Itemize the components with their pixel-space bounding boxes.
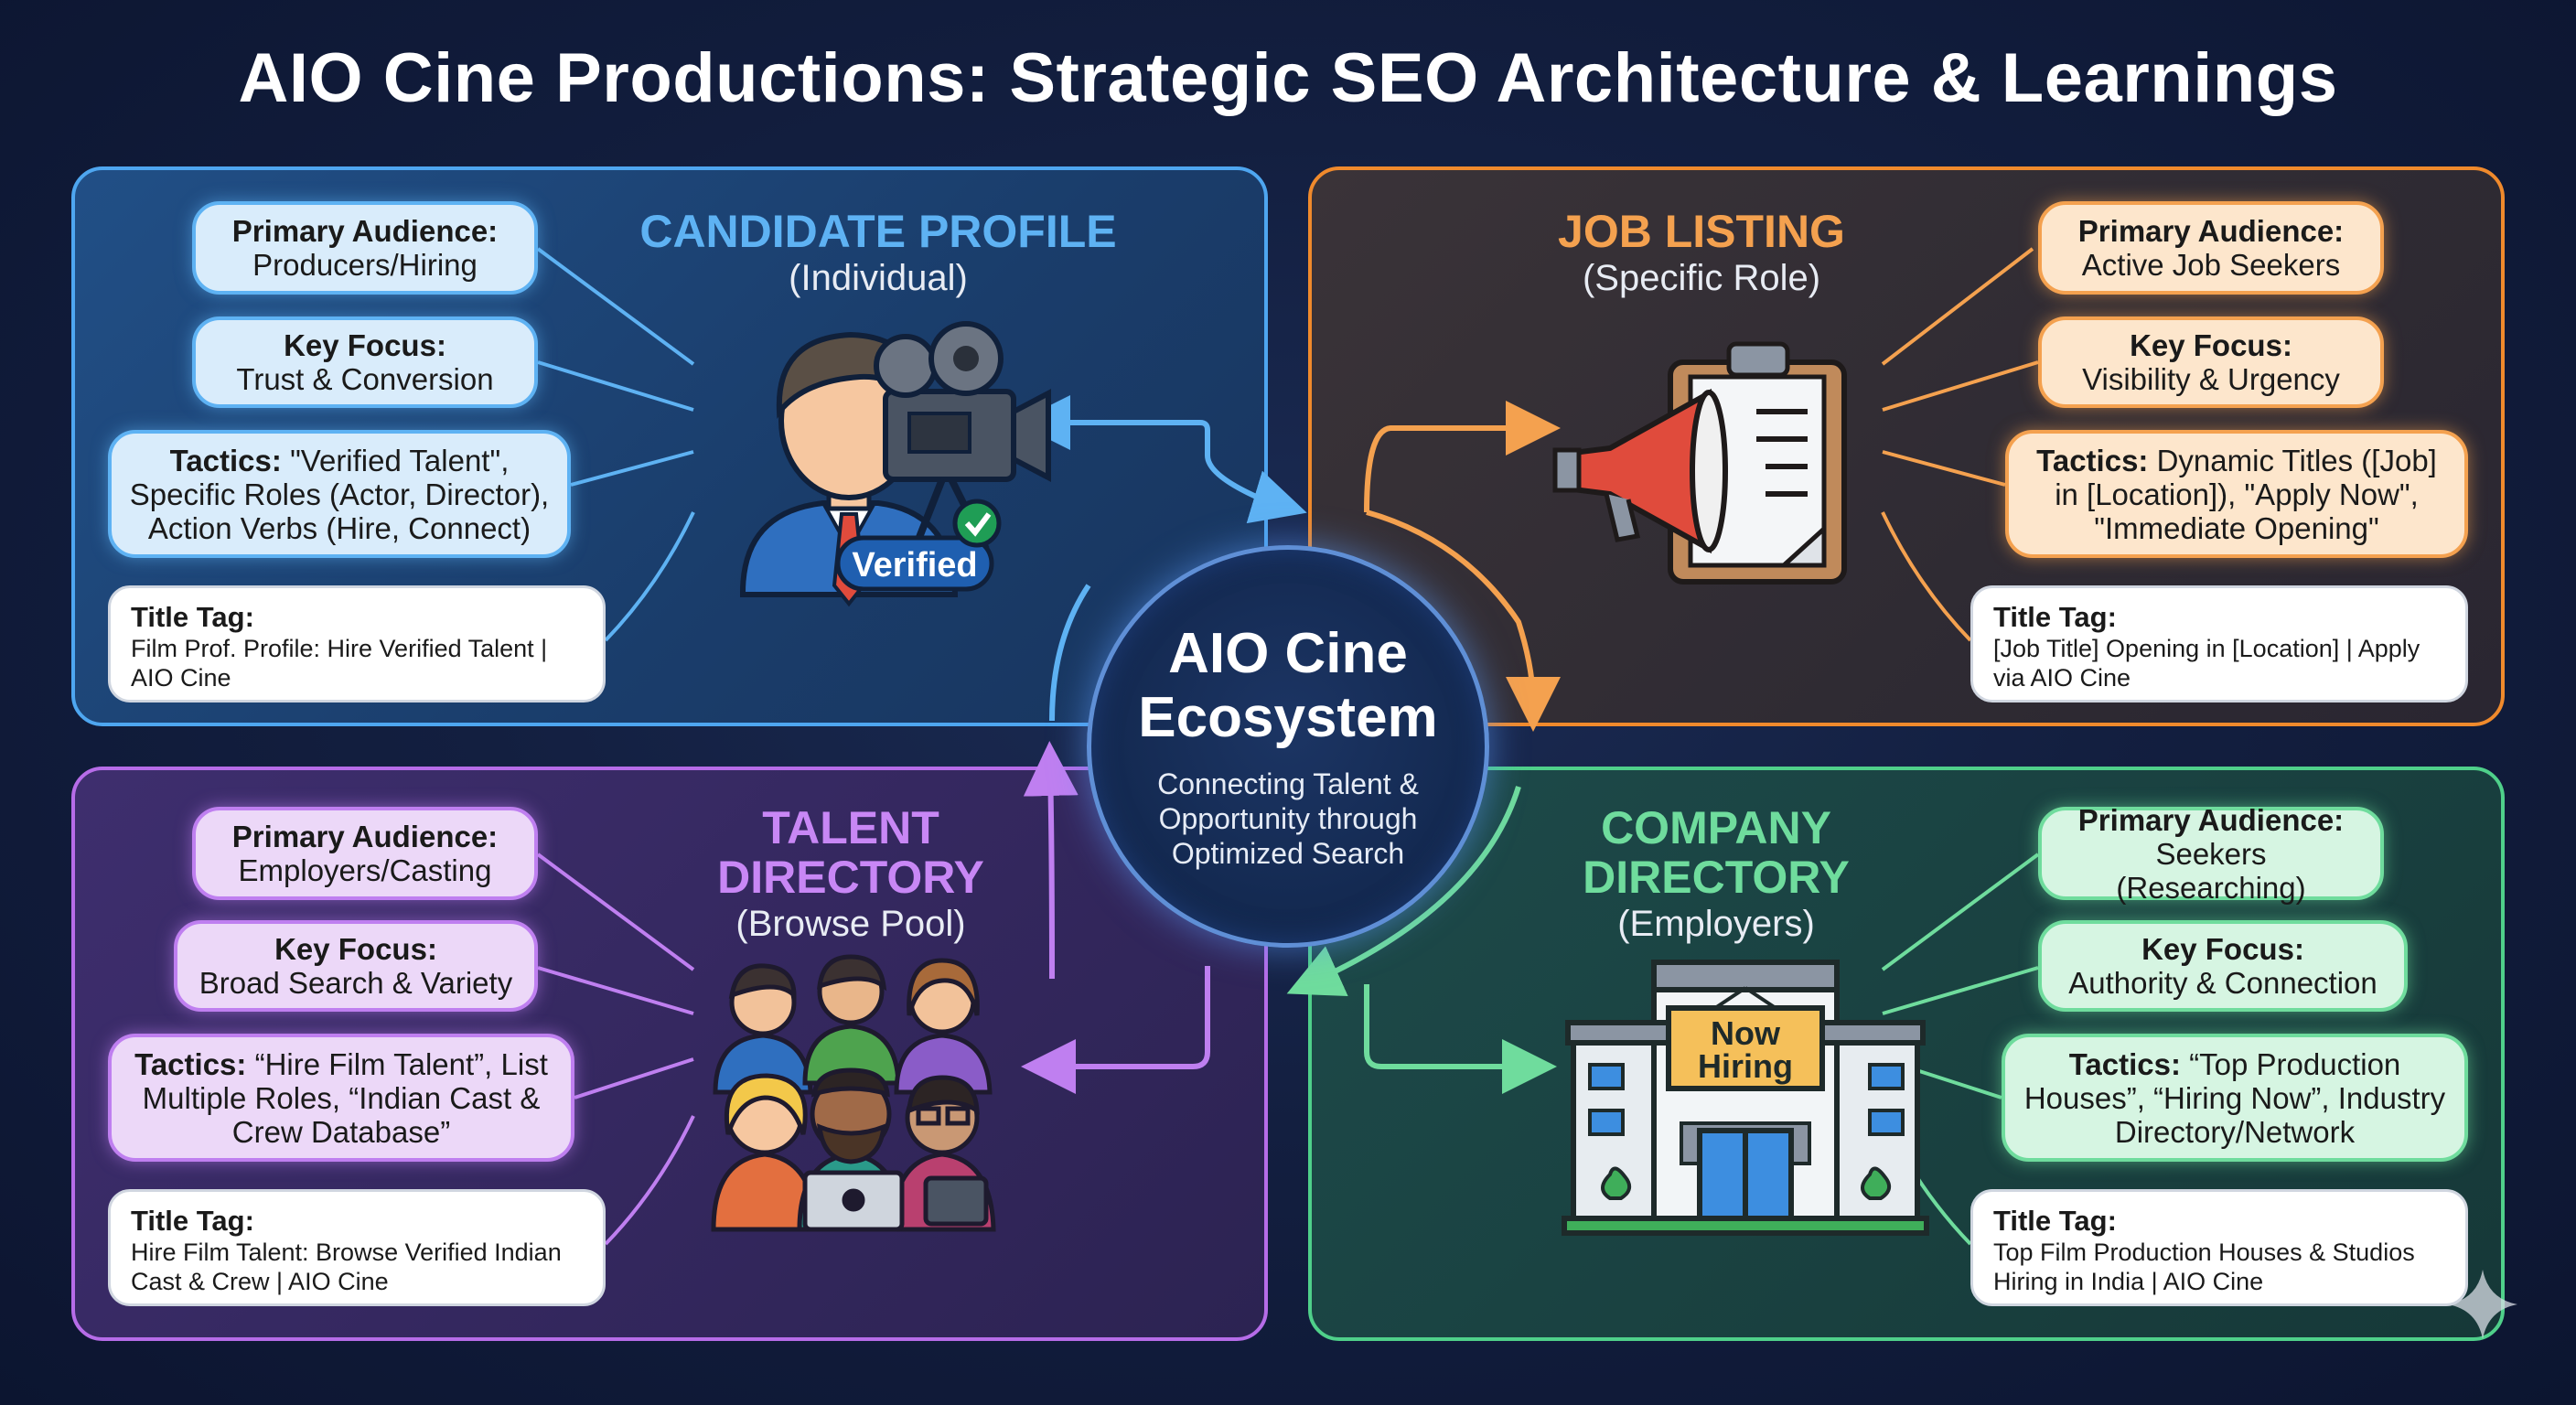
candidate-subheading: (Individual) xyxy=(789,258,968,298)
job-heading-text: JOB LISTING xyxy=(1558,206,1845,257)
talent-focus-box: Key Focus: Broad Search & Variety xyxy=(174,920,538,1012)
company-tactics-label: Tactics: xyxy=(2068,1046,2181,1081)
company-heading-line2: DIRECTORY xyxy=(1583,852,1850,903)
talent-leader-lines xyxy=(536,853,695,1246)
job-audience-box: Primary Audience: Active Job Seekers xyxy=(2038,201,2384,295)
company-focus-value: Authority & Connection xyxy=(2068,966,2377,1000)
sparkle-icon xyxy=(2448,1270,2517,1339)
job-audience-value: Active Job Seekers xyxy=(2081,248,2341,282)
talent-tactics-value: “Hire Film Talent”, List Multiple Roles,… xyxy=(142,1046,548,1149)
job-leader-lines xyxy=(1881,247,2039,642)
hub-title: AIO Cine Ecosystem xyxy=(1138,622,1437,750)
talent-title-tag-label: Title Tag: xyxy=(131,1205,254,1237)
candidate-tactics-value: "Verified Talent", Specific Roles (Actor… xyxy=(129,443,550,545)
job-tactics-label: Tactics: xyxy=(2036,443,2149,477)
candidate-leader-lines xyxy=(536,247,695,642)
hub-to-company-arrow xyxy=(1364,984,1557,1094)
candidate-to-hub-arrow xyxy=(1205,430,1307,524)
company-audience-value: Seekers (Researching) xyxy=(2116,836,2306,905)
hub-to-talent-arrow xyxy=(1021,966,1210,1094)
candidate-focus-box: Key Focus: Trust & Conversion xyxy=(192,316,538,408)
job-tactics-box: Tactics: Dynamic Titles ([Job] in [Locat… xyxy=(2005,430,2468,558)
job-title-tag-value: [Job Title] Opening in [Location] | Appl… xyxy=(1993,635,2420,692)
candidate-focus-label: Key Focus: xyxy=(284,328,446,362)
hub-to-job-arrow xyxy=(1364,401,1561,513)
job-clipboard-megaphone-icon xyxy=(1552,341,1847,585)
company-title-tag-box: Title Tag: Top Film Production Houses & … xyxy=(1970,1189,2468,1306)
talent-to-hub-arrow xyxy=(1023,741,1079,980)
company-subheading: (Employers) xyxy=(1617,904,1815,944)
talent-title-tag-value: Hire Film Talent: Browse Verified Indian… xyxy=(131,1239,562,1295)
company-to-hub-arrow xyxy=(1286,786,1521,996)
job-to-hub-arrow xyxy=(1366,509,1561,732)
company-heading: COMPANY DIRECTORY (Employers) xyxy=(1533,803,1899,946)
candidate-tactics-label: Tactics: xyxy=(169,443,282,477)
candidate-focus-value: Trust & Conversion xyxy=(236,362,494,396)
job-subheading: (Specific Role) xyxy=(1582,258,1821,298)
talent-tactics-box: Tactics: “Hire Film Talent”, List Multip… xyxy=(108,1034,574,1162)
job-focus-box: Key Focus: Visibility & Urgency xyxy=(2038,316,2384,408)
hub-title-line2: Ecosystem xyxy=(1138,686,1438,749)
company-title-tag-value: Top Film Production Houses & Studios Hir… xyxy=(1993,1239,2415,1295)
candidate-audience-label: Primary Audience: xyxy=(231,214,499,248)
talent-title-tag-box: Title Tag: Hire Film Talent: Browse Veri… xyxy=(108,1189,606,1306)
job-heading: JOB LISTING (Specific Role) xyxy=(1445,207,1958,300)
talent-subheading: (Browse Pool) xyxy=(735,904,966,944)
job-focus-value: Visibility & Urgency xyxy=(2082,362,2340,396)
page-title: AIO Cine Productions: Strategic SEO Arch… xyxy=(238,39,2338,117)
talent-audience-label: Primary Audience: xyxy=(231,820,499,853)
job-tactics-value: Dynamic Titles ([Job] in [Location]), "A… xyxy=(2055,443,2437,545)
company-focus-box: Key Focus: Authority & Connection xyxy=(2038,920,2408,1012)
talent-group-icon xyxy=(711,954,996,1232)
hub-subtitle: Connecting Talent & Opportunity through … xyxy=(1157,767,1419,870)
talent-heading-line2: DIRECTORY xyxy=(717,852,984,903)
candidate-title-tag-label: Title Tag: xyxy=(131,601,254,633)
candidate-tactics-box: Tactics: "Verified Talent", Specific Rol… xyxy=(108,430,571,558)
company-audience-label: Primary Audience: xyxy=(2077,802,2345,837)
verified-badge-text: Verified xyxy=(852,546,977,585)
now-hiring-sign-line1: Now xyxy=(1711,1014,1781,1052)
talent-audience-box: Primary Audience: Employers/Casting xyxy=(192,807,538,900)
company-tactics-value: “Top Production Houses”, “Hiring Now”, I… xyxy=(2023,1046,2446,1149)
company-heading-line1: COMPANY xyxy=(1601,802,1831,853)
job-title-tag-label: Title Tag: xyxy=(1993,601,2117,633)
talent-heading: TALENT DIRECTORY (Browse Pool) xyxy=(668,803,1034,946)
company-tactics-box: Tactics: “Top Production Houses”, “Hirin… xyxy=(2002,1034,2468,1162)
candidate-arc xyxy=(1049,584,1091,722)
company-audience-box: Primary Audience: Seekers (Researching) xyxy=(2038,803,2384,905)
ecosystem-hub: AIO Cine Ecosystem Connecting Talent & O… xyxy=(1087,545,1489,948)
talent-audience-value: Employers/Casting xyxy=(238,853,492,887)
now-hiring-sign-line2: Hiring xyxy=(1698,1047,1793,1085)
candidate-title-tag-box: Title Tag: Film Prof. Profile: Hire Veri… xyxy=(108,585,606,702)
talent-focus-label: Key Focus: xyxy=(274,932,437,966)
hub-to-candidate-arrow xyxy=(1015,395,1210,450)
company-focus-label: Key Focus: xyxy=(2141,932,2304,966)
candidate-audience-box: Primary Audience: Producers/Hiring xyxy=(192,201,538,295)
hub-title-line1: AIO Cine xyxy=(1168,622,1408,685)
talent-heading-line1: TALENT xyxy=(762,802,939,853)
company-title-tag-label: Title Tag: xyxy=(1993,1205,2117,1237)
candidate-audience-value: Producers/Hiring xyxy=(252,248,478,282)
job-focus-label: Key Focus: xyxy=(2130,328,2292,362)
candidate-heading: CANDIDATE PROFILE (Individual) xyxy=(622,207,1134,300)
job-title-tag-box: Title Tag: [Job Title] Opening in [Locat… xyxy=(1970,585,2468,702)
job-audience-label: Primary Audience: xyxy=(2077,214,2345,248)
talent-tactics-label: Tactics: xyxy=(134,1046,247,1081)
talent-focus-value: Broad Search & Variety xyxy=(199,966,513,1000)
company-building-icon: Now Hiring xyxy=(1562,960,1929,1236)
candidate-heading-text: CANDIDATE PROFILE xyxy=(639,206,1117,257)
verified-filmmaker-icon: Verified xyxy=(740,321,1051,607)
candidate-title-tag-value: Film Prof. Profile: Hire Verified Talent… xyxy=(131,635,548,692)
